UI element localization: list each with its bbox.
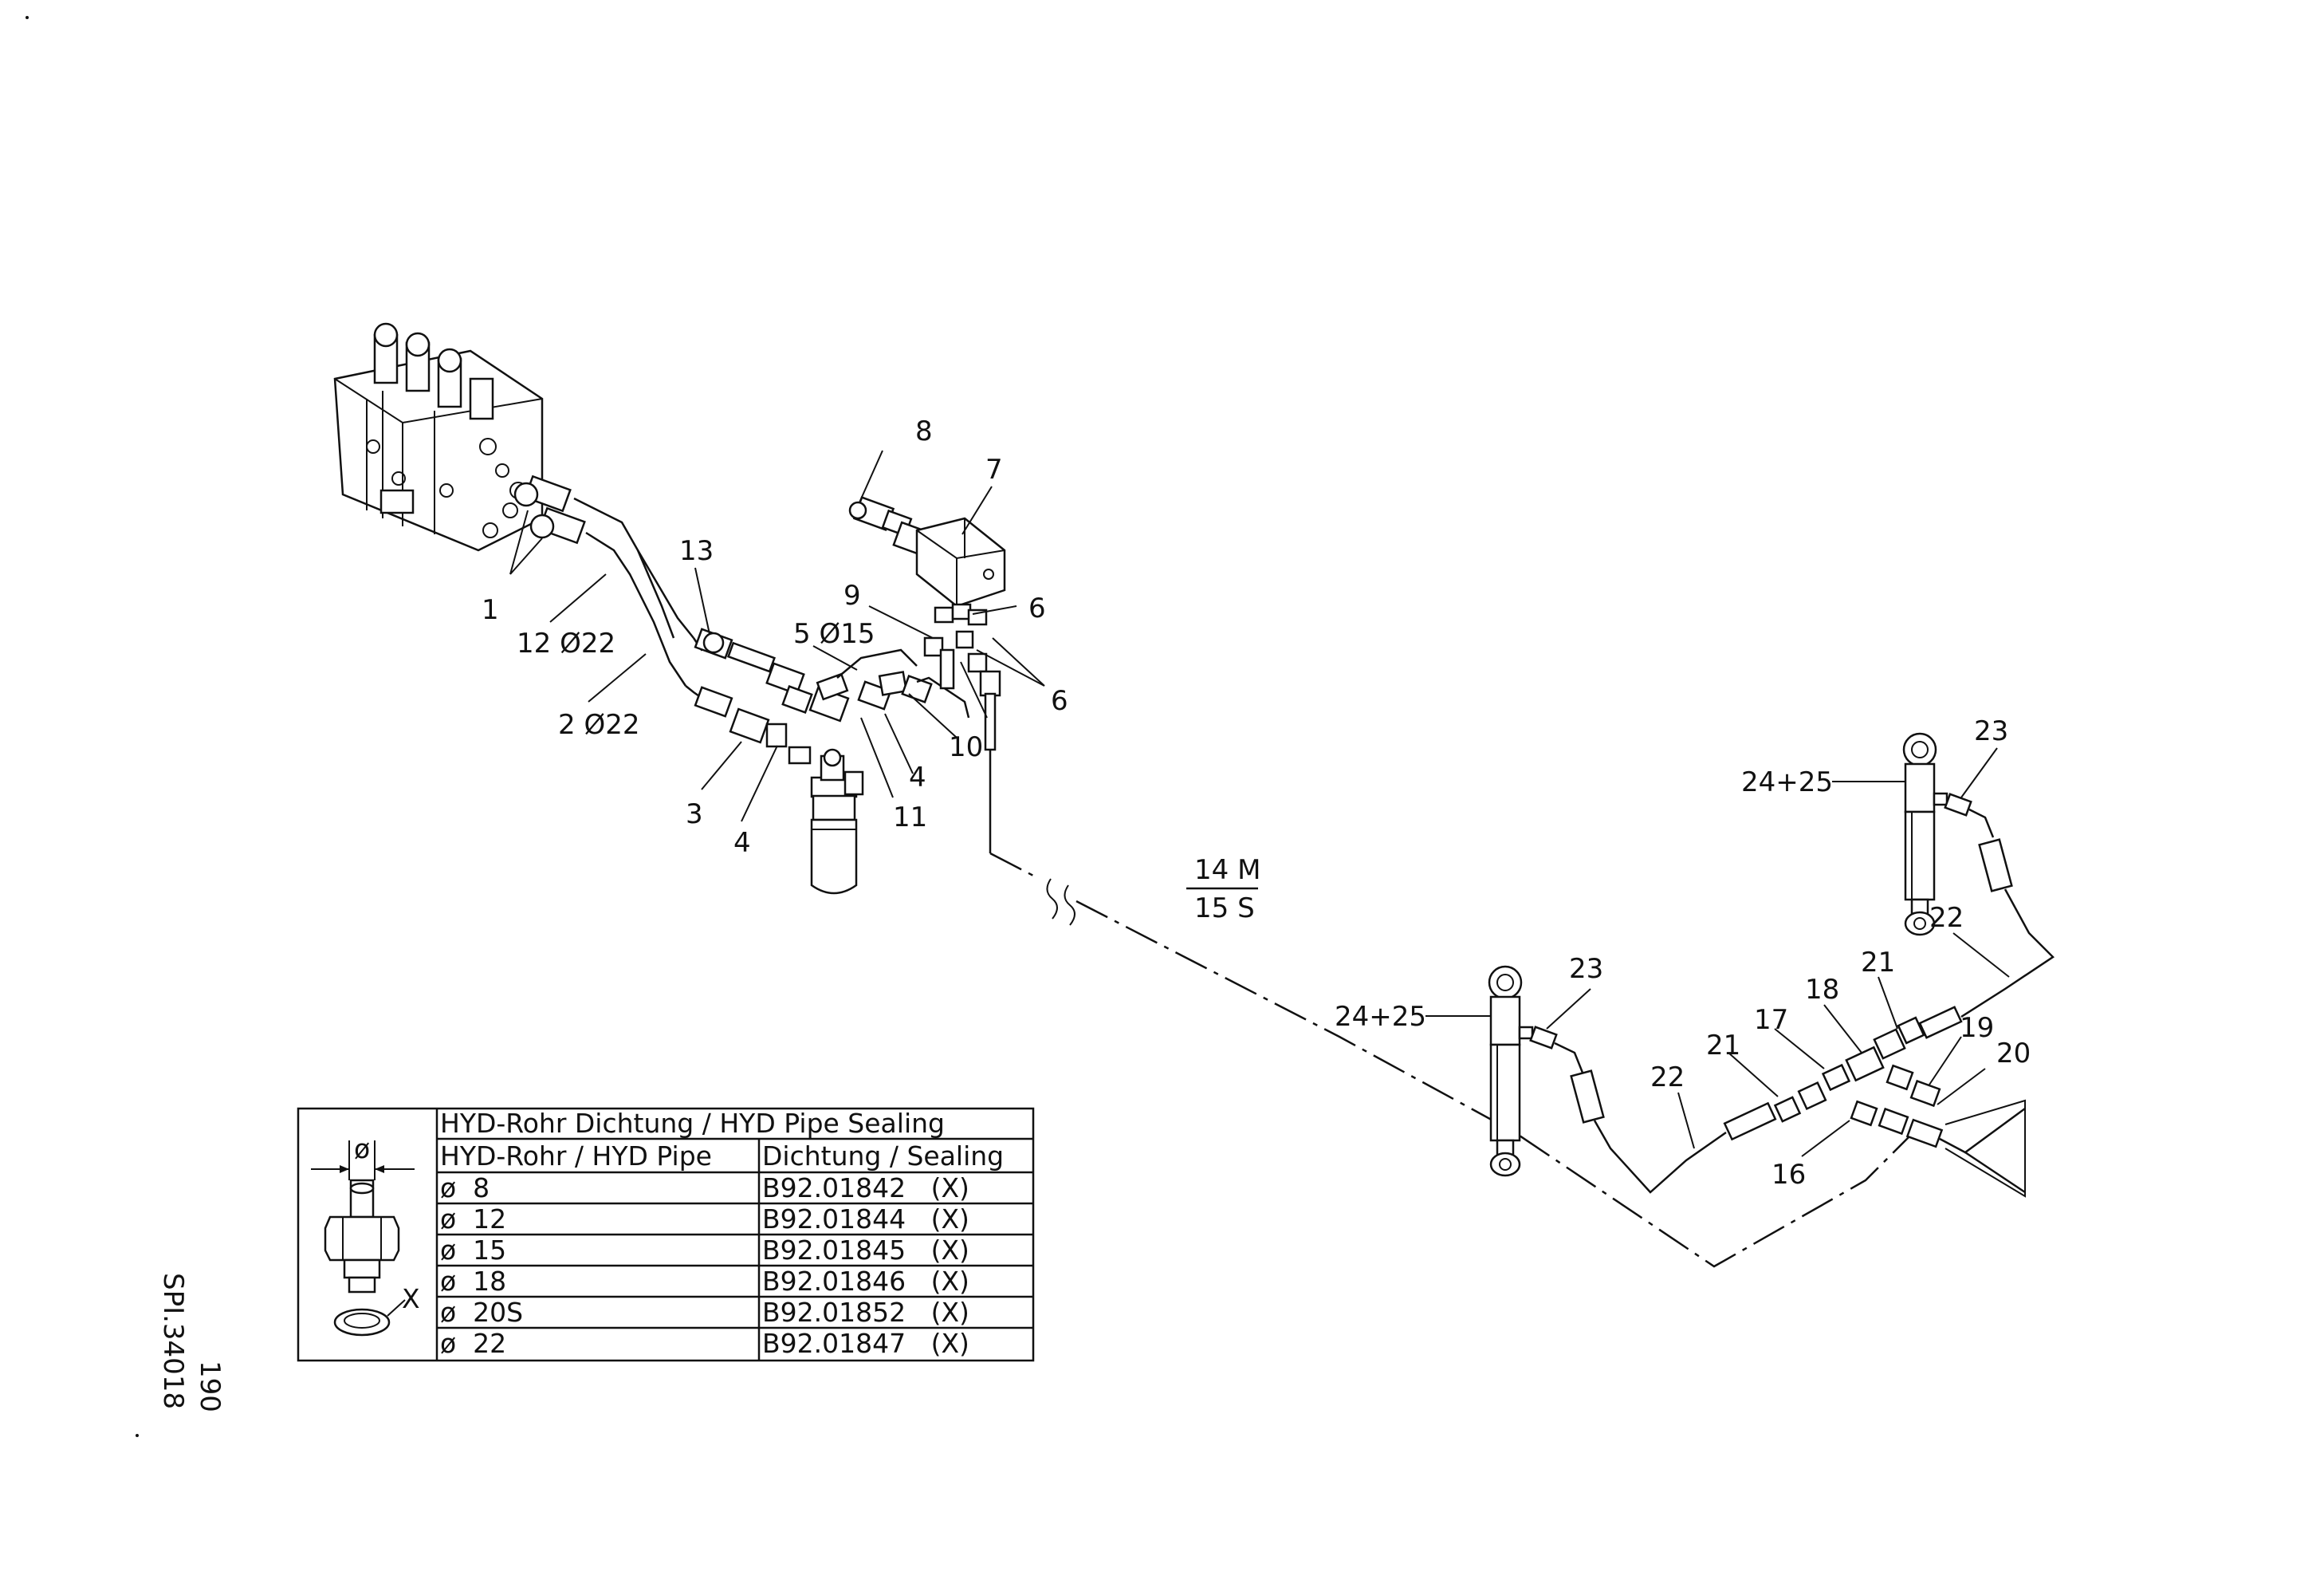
callout-7: 7 bbox=[985, 454, 1003, 486]
leader-lines bbox=[509, 450, 2010, 1157]
callout-5: 5 Ø15 bbox=[793, 618, 875, 650]
callout-21-left: 21 bbox=[1706, 1030, 1740, 1061]
callout-22-lower: 22 bbox=[1650, 1061, 1685, 1093]
drawing-number: SPI.34018 bbox=[157, 1273, 189, 1409]
callout-22-upper: 22 bbox=[1929, 902, 1964, 934]
cylinder-24-25-lower bbox=[1488, 965, 1727, 1194]
table-row-sealing: B92.01844 (X) bbox=[762, 1203, 969, 1235]
fitting-item-1 bbox=[513, 475, 586, 545]
fitting-group-left bbox=[694, 628, 970, 765]
callout-17: 17 bbox=[1754, 1004, 1788, 1036]
long-hose-14-15 bbox=[989, 852, 1914, 1268]
callout-16: 16 bbox=[1772, 1159, 1806, 1191]
callout-21-right: 21 bbox=[1861, 947, 1895, 979]
cylinder-24-25-upper bbox=[1902, 732, 2055, 1018]
callout-6b: 6 bbox=[1051, 685, 1068, 717]
control-valve-block bbox=[333, 322, 544, 552]
table-title: HYD-Rohr Dichtung / HYD Pipe Sealing bbox=[440, 1108, 945, 1139]
table-row-pipe: ø 12 bbox=[440, 1203, 506, 1235]
callout-24-25-lower: 24+25 bbox=[1335, 1001, 1426, 1033]
callout-3: 3 bbox=[686, 798, 703, 830]
callout-14: 14 M bbox=[1194, 854, 1260, 886]
callout-10: 10 bbox=[949, 731, 983, 763]
callout-6a: 6 bbox=[1028, 593, 1046, 624]
tee-fitting-group bbox=[1723, 1006, 2026, 1198]
callout-20: 20 bbox=[1996, 1038, 2031, 1069]
col-sealing-header: Dichtung / Sealing bbox=[762, 1140, 1004, 1172]
callout-11: 11 bbox=[893, 801, 927, 833]
pipe-12-and-2 bbox=[573, 497, 718, 699]
callout-8: 8 bbox=[915, 415, 933, 447]
callout-12: 12 Ø22 bbox=[517, 628, 615, 660]
drawing-code: SPI.34018 190 bbox=[157, 1273, 226, 1412]
col-pipe-header: HYD-Rohr / HYD Pipe bbox=[440, 1140, 712, 1172]
seal-marker-x: X bbox=[402, 1283, 420, 1314]
callout-15: 15 S bbox=[1194, 892, 1255, 924]
table-row-pipe: ø 15 bbox=[440, 1235, 506, 1266]
callout-24-25-upper: 24+25 bbox=[1741, 766, 1833, 798]
table-row-pipe: ø 8 bbox=[440, 1172, 490, 1203]
callout-19: 19 bbox=[1960, 1012, 1994, 1044]
callout-4b: 4 bbox=[909, 762, 926, 794]
table-row-sealing: B92.01845 (X) bbox=[762, 1235, 969, 1266]
filter-housing bbox=[810, 748, 864, 895]
callout-9: 9 bbox=[843, 580, 861, 612]
diameter-symbol: ø bbox=[354, 1133, 370, 1164]
callout-1: 1 bbox=[482, 594, 499, 626]
table-row-sealing: B92.01842 (X) bbox=[762, 1172, 969, 1203]
callout-23-lower: 23 bbox=[1569, 953, 1603, 985]
callout-23-upper: 23 bbox=[1974, 715, 2008, 747]
table-row-sealing: B92.01852 (X) bbox=[762, 1297, 969, 1328]
table-row-sealing: B92.01846 (X) bbox=[762, 1266, 969, 1297]
callout-2: 2 Ø22 bbox=[558, 709, 639, 741]
table-row-pipe: ø 22 bbox=[440, 1328, 506, 1359]
pressure-valve-group bbox=[848, 496, 1006, 853]
drawing-page: 190 bbox=[194, 1361, 226, 1412]
callout-labels: 1 12 Ø22 2 Ø22 13 3 4 11 4 10 5 Ø15 9 8 … bbox=[482, 415, 2031, 1191]
pipe-sealing-table: ø X HYD-Rohr Dichtung / HYD Pipe Sealing… bbox=[297, 1107, 1035, 1362]
table-row-pipe: ø 20S bbox=[440, 1297, 523, 1328]
callout-4a: 4 bbox=[733, 827, 751, 859]
table-row-pipe: ø 18 bbox=[440, 1266, 506, 1297]
callout-13: 13 bbox=[679, 535, 714, 567]
seal-illustration: ø X bbox=[311, 1133, 420, 1337]
callout-18: 18 bbox=[1805, 974, 1839, 1006]
table-row-sealing: B92.01847 (X) bbox=[762, 1328, 969, 1359]
